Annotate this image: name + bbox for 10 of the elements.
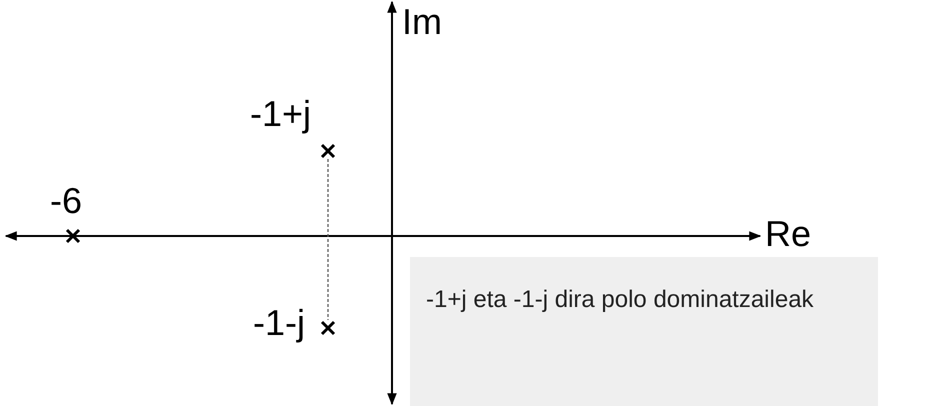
pole-label: -1-j bbox=[253, 305, 305, 341]
pole-marker bbox=[320, 320, 336, 336]
note-box: -1+j eta -1-j dira polo dominatzaileak bbox=[410, 257, 878, 406]
axis-label: Re bbox=[765, 216, 812, 252]
dashed-line bbox=[327, 159, 329, 320]
axis-label: Im bbox=[402, 4, 442, 40]
pole-label: -1+j bbox=[250, 96, 312, 132]
pole-marker bbox=[65, 228, 81, 244]
pole-marker bbox=[320, 143, 336, 159]
pole-label: -6 bbox=[50, 183, 82, 219]
